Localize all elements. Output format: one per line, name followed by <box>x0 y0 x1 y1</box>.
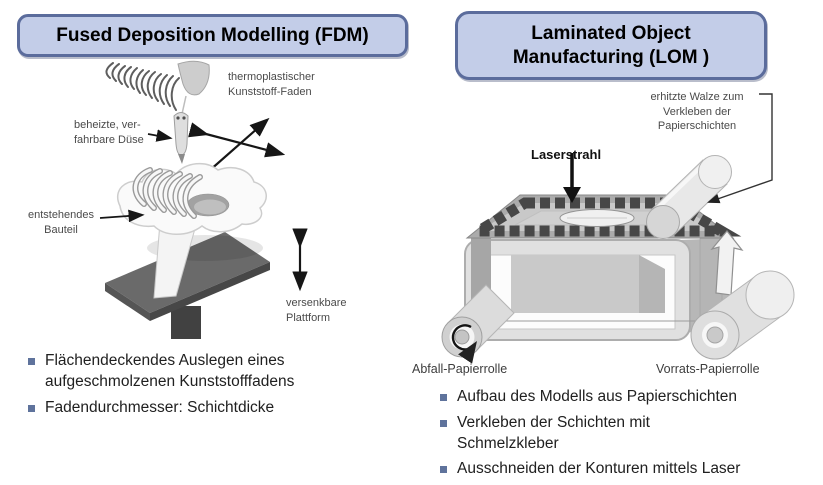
list-item: Ausschneiden der Konturen mittels Laser <box>440 459 820 480</box>
part-shape <box>117 162 267 299</box>
filament-coil <box>105 60 210 115</box>
nozzle-shape <box>173 112 189 164</box>
part-pointer-arrow <box>99 209 145 223</box>
fdm-title-box: Fused Deposition Modelling (FDM) <box>17 14 408 57</box>
lom-laser-label: Laserstrahl <box>531 147 602 162</box>
bullet-text: Ausschneiden der Konturen mittels Laser <box>457 460 741 478</box>
supply-paper-roll <box>690 270 795 360</box>
fdm-part-label: entstehendes Bauteil <box>27 209 95 236</box>
lom-diagram <box>441 93 795 364</box>
bullet-square-icon <box>28 358 35 365</box>
nozzle-pointer-arrow <box>147 129 173 142</box>
list-item: Aufbau des Modells aus Papierschichten <box>440 387 820 408</box>
list-item: Verkleben der Schichten mit Schmelzklebe… <box>440 413 820 455</box>
fdm-filament-label: thermoplastischer Kunststoff-Faden <box>228 71 315 98</box>
fdm-bullet-list: Flächendeckendes Auslegen eines aufgesch… <box>28 351 398 423</box>
bullet-text: Fadendurchmesser: Schichtdicke <box>45 398 275 416</box>
waste-paper-roll <box>441 284 515 364</box>
lom-supply-roll-label: Vorrats-Papierrolle <box>656 362 760 376</box>
list-item: Fadendurchmesser: Schichtdicke <box>28 398 398 419</box>
lom-title: Laminated Object Manufacturing (LOM ) <box>512 22 710 68</box>
roller-pointer-line <box>707 93 773 204</box>
lom-bullet-list: Aufbau des Modells aus Papierschichten V… <box>440 387 820 485</box>
list-item: Flächendeckendes Auslegen eines aufgesch… <box>28 351 398 393</box>
bullet-square-icon <box>440 394 447 401</box>
machine-body <box>464 237 733 341</box>
laser-beam-arrow <box>563 153 581 203</box>
heated-roller <box>646 155 732 239</box>
bullet-text: Verkleben der Schichten mit Schmelzklebe… <box>457 413 650 452</box>
xy-motion-arrows <box>188 117 286 188</box>
lom-title-box: Laminated Object Manufacturing (LOM ) <box>455 11 767 80</box>
bullet-square-icon <box>440 466 447 474</box>
fdm-nozzle-label: beheizte, ver- fahrbare Düse <box>74 119 144 146</box>
paper-feed-up-arrow <box>710 230 744 296</box>
bullet-text: Flächendeckendes Auslegen eines aufgesch… <box>45 352 295 390</box>
fdm-platform-label: versenkbare Plattform <box>286 297 347 324</box>
bullet-square-icon <box>28 404 35 412</box>
fdm-diagram <box>99 60 308 339</box>
bullet-square-icon <box>440 419 447 427</box>
lom-roller-label: erhitzte Walze zum Verkleben der Papiers… <box>650 91 744 133</box>
lom-waste-roll-label: Abfall-Papierrolle <box>412 362 508 376</box>
bullet-text: Aufbau des Modells aus Papierschichten <box>457 388 738 405</box>
fdm-title: Fused Deposition Modelling (FDM) <box>56 24 369 46</box>
